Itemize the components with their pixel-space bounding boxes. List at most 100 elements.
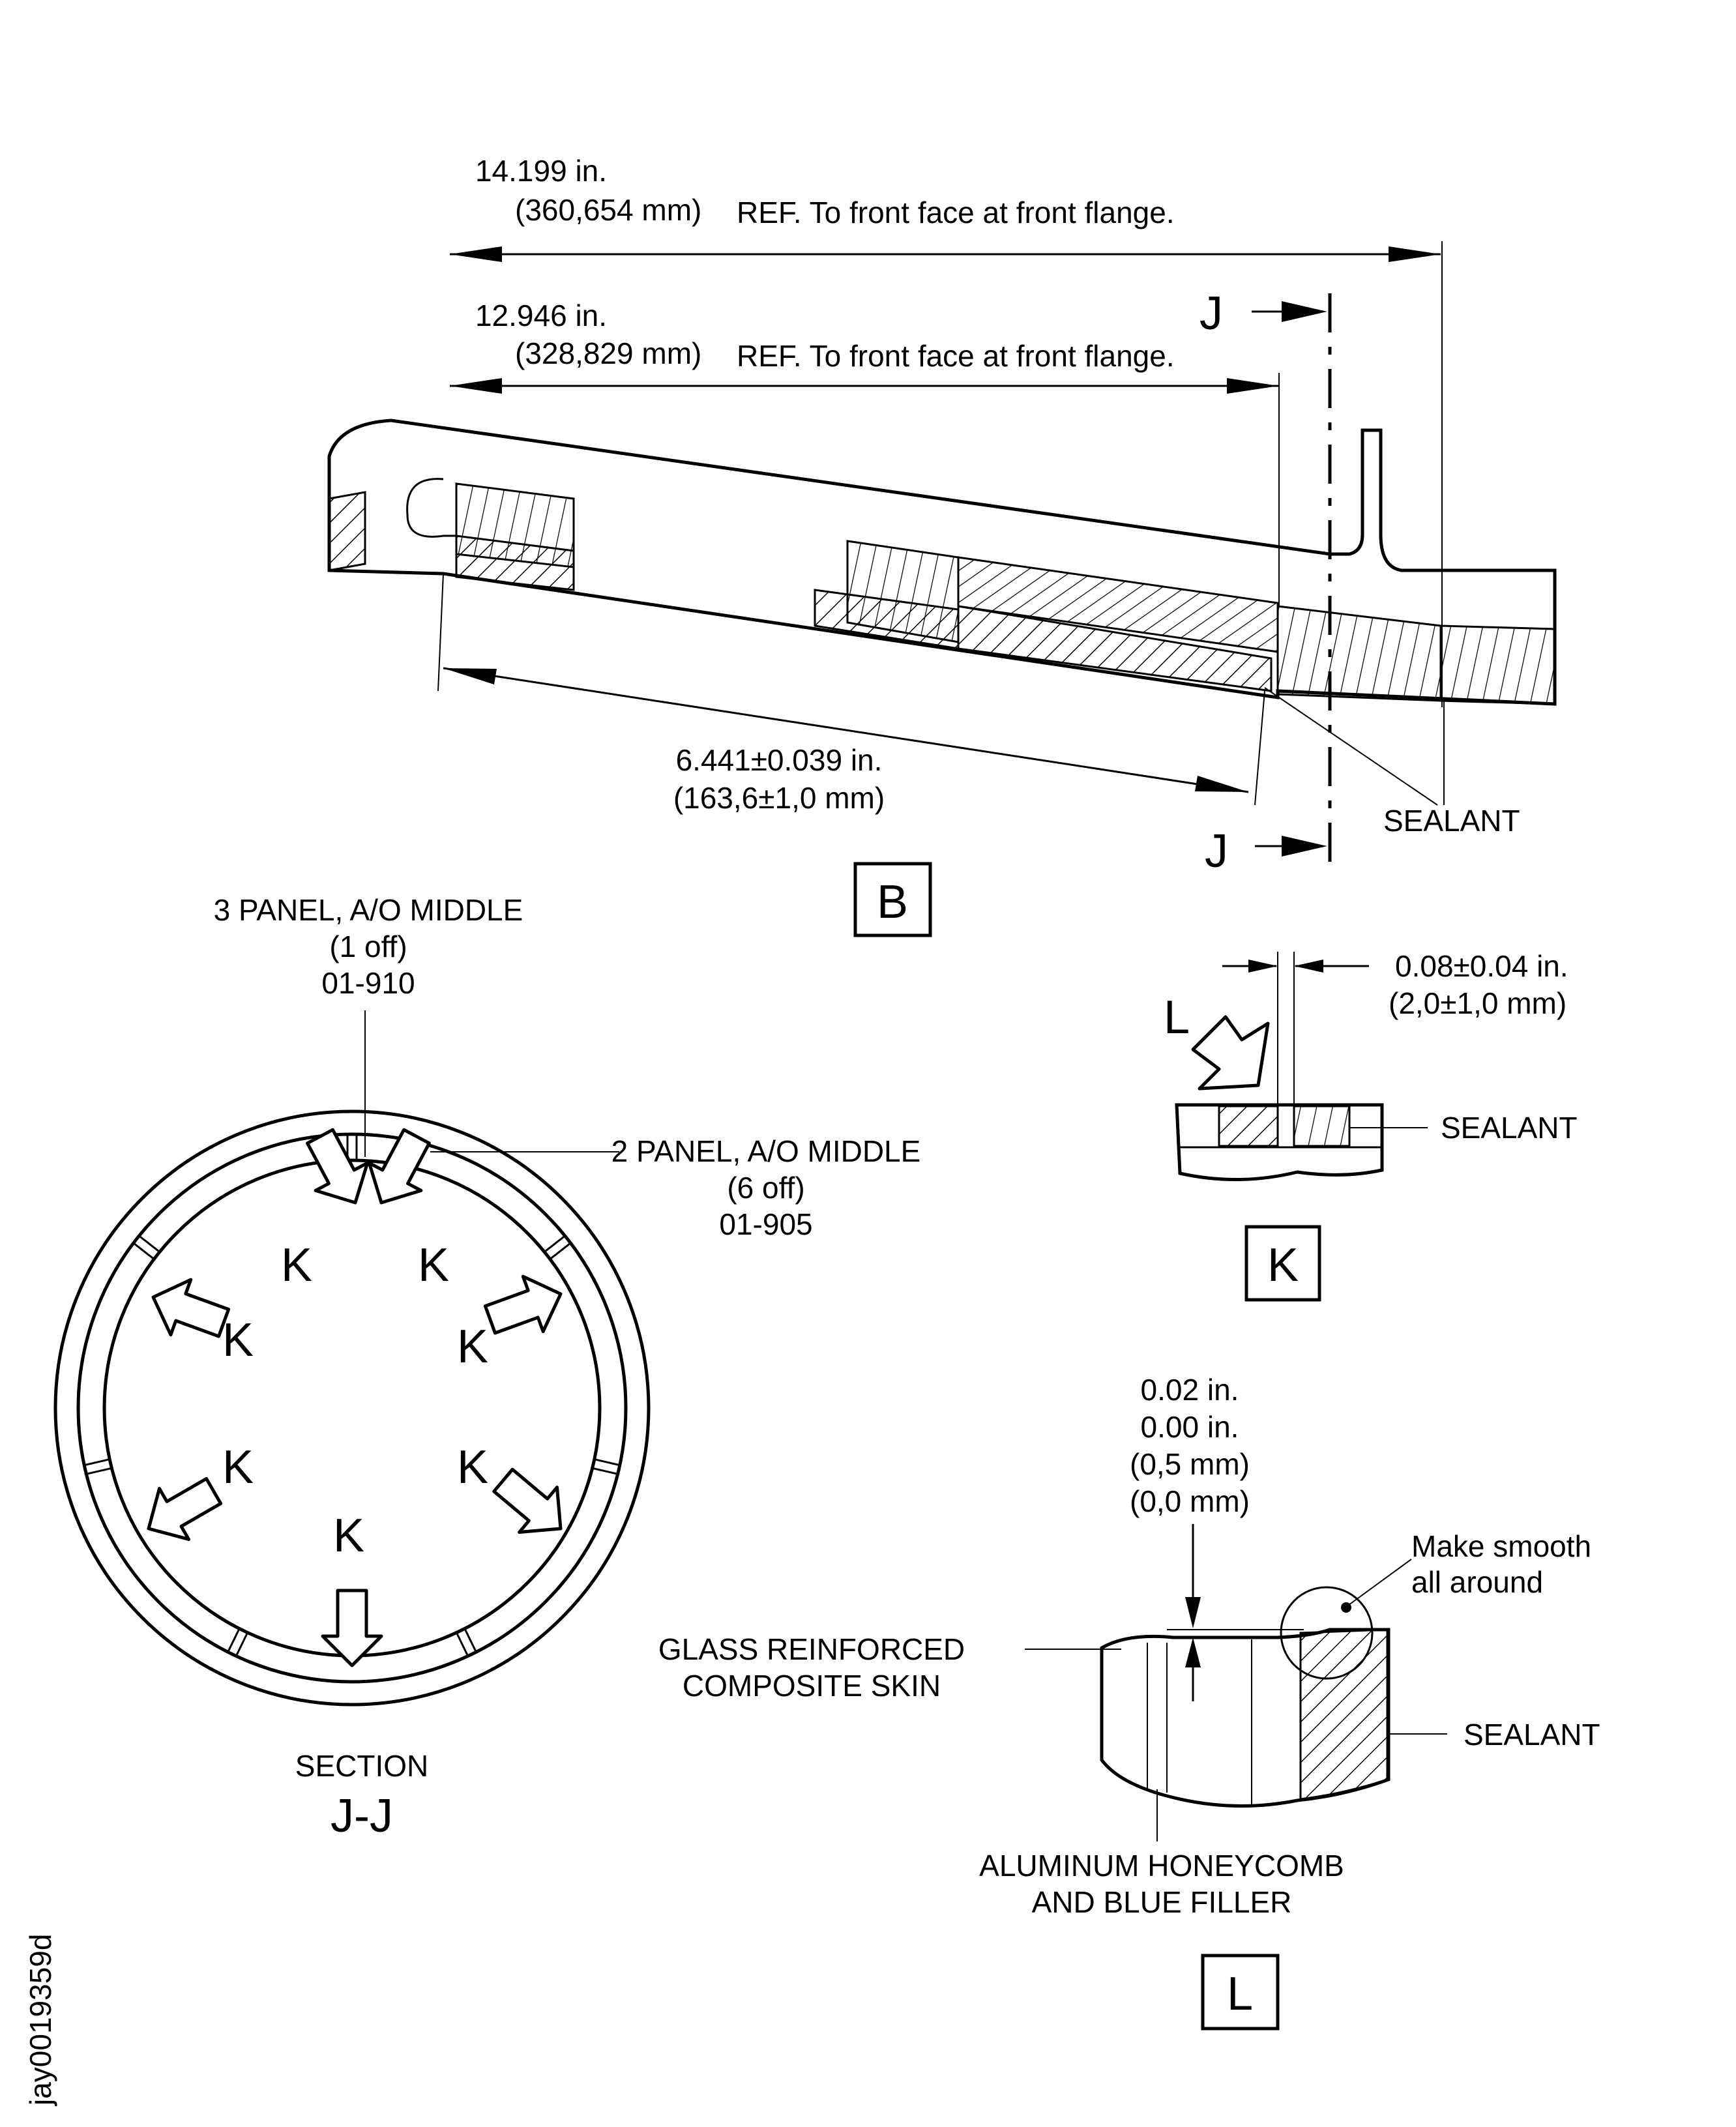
k-arrow-shape xyxy=(321,1589,383,1667)
section-jj: 3 PANEL, A/O MIDDLE (1 off) 01-910 2 PAN… xyxy=(53,893,921,1842)
inner-cavity xyxy=(406,478,456,538)
top-panel-qty: (1 off) xyxy=(329,930,407,963)
top-panel-part: 01-910 xyxy=(321,966,415,1000)
panel-joint-line xyxy=(463,1628,477,1653)
sealant-leader-1 xyxy=(1264,687,1438,806)
dim3-arrow-right xyxy=(1195,776,1248,792)
detail-b: 14.199 in. (360,654 mm) REF. To front fa… xyxy=(327,154,1557,937)
dim1-mm-label: (360,654 mm) xyxy=(515,193,701,227)
panel-joint-line xyxy=(235,1632,249,1657)
section-mark-bottom: J xyxy=(1205,825,1228,877)
detail-k-panel-left xyxy=(1218,1105,1279,1147)
dim1-inch-label: 14.199 in. xyxy=(475,154,607,188)
skin-label-line2: COMPOSITE SKIN xyxy=(683,1669,941,1703)
skin-segment-1 xyxy=(455,535,575,591)
dim1-arrow-left xyxy=(450,246,502,262)
section-arrow-bottom xyxy=(1282,836,1327,857)
k-view-arrow xyxy=(147,1476,223,1541)
ring-outer xyxy=(53,1109,651,1707)
panel-joint-line xyxy=(594,1458,621,1467)
detail-k-label: K xyxy=(1267,1239,1299,1291)
view-l-arrow xyxy=(1191,1015,1270,1091)
panel-joint-line xyxy=(455,1632,469,1657)
detail-k-label-box xyxy=(1244,1225,1321,1302)
dim2-inch-label: 12.946 in. xyxy=(475,299,607,332)
panel-joint-line xyxy=(132,1242,155,1260)
k-view-marker: K xyxy=(333,1510,364,1562)
detail-b-body-outline xyxy=(327,418,1557,706)
smooth-note-line2: all around xyxy=(1411,1565,1543,1599)
panel-joint-line xyxy=(544,1235,566,1253)
skin-label-line1: GLASS REINFORCED xyxy=(658,1632,965,1666)
k-view-marker: K xyxy=(222,1314,254,1366)
k-view-arrow xyxy=(367,1128,431,1205)
tol-inch-min: 0.00 in. xyxy=(1141,1410,1239,1444)
gap-arrow-left xyxy=(1248,960,1278,973)
k-arrow-shape xyxy=(151,1278,231,1338)
detail-b-label: B xyxy=(877,876,908,928)
k-view-arrow xyxy=(151,1278,231,1338)
detail-k-panel-right xyxy=(1293,1105,1351,1147)
ring-inner xyxy=(102,1158,602,1658)
front-flange-section xyxy=(1276,605,1442,702)
tol-arrow-down xyxy=(1185,1597,1201,1628)
k-view-marker: K xyxy=(418,1239,449,1291)
ring-inner-outer-skin xyxy=(76,1132,628,1684)
smooth-note-dot xyxy=(1341,1602,1351,1613)
panel-joint-line xyxy=(592,1467,618,1475)
detail-k-outline xyxy=(1175,1103,1384,1181)
k-view-arrow xyxy=(483,1274,563,1335)
detail-b-label-box xyxy=(853,862,932,937)
section-mark-top: J xyxy=(1199,287,1223,340)
k-arrow-shape xyxy=(367,1128,431,1205)
dim2-arrow-right xyxy=(1227,378,1279,394)
tol-arrow-up xyxy=(1185,1637,1201,1667)
detail-k-sealant-label: SEALANT xyxy=(1441,1111,1578,1145)
core-label-line1: ALUMINUM HONEYCOMB xyxy=(979,1849,1344,1883)
panel-joint-line xyxy=(549,1242,572,1260)
tol-mm-min: (0,0 mm) xyxy=(1130,1484,1250,1518)
k-arrow-shape xyxy=(492,1467,563,1534)
gap-inch-label: 0.08±0.04 in. xyxy=(1395,949,1568,983)
detail-l-sealant-label: SEALANT xyxy=(1464,1718,1600,1752)
k-arrow-shape xyxy=(483,1274,563,1335)
gap-arrow-right xyxy=(1294,960,1323,973)
dim3-extension-left xyxy=(437,573,444,692)
dim3-line xyxy=(443,667,1249,793)
smooth-note-line1: Make smooth xyxy=(1411,1529,1591,1563)
k-view-marker: K xyxy=(457,1441,488,1493)
k-arrow-shape xyxy=(306,1128,370,1205)
dim3-mm-label: (163,6±1,0 mm) xyxy=(673,781,885,815)
dim3-extension-right xyxy=(1254,690,1265,806)
tol-inch-max: 0.02 in. xyxy=(1141,1373,1239,1407)
smooth-note-leader xyxy=(1346,1559,1412,1607)
dim1-ref-note: REF. To front face at front flange. xyxy=(737,196,1175,229)
lower-skin xyxy=(957,605,1273,692)
detail-l: 0.02 in. 0.00 in. (0,5 mm) (0,0 mm) Make… xyxy=(658,1373,1600,2031)
view-l-marker: L xyxy=(1164,991,1190,1044)
side-panel-name: 2 PANEL, A/O MIDDLE xyxy=(611,1134,921,1168)
gap-mm-label: (2,0±1,0 mm) xyxy=(1389,986,1567,1020)
tol-mm-max: (0,5 mm) xyxy=(1130,1447,1250,1481)
k-view-marker: K xyxy=(457,1321,488,1373)
top-panel-name: 3 PANEL, A/O MIDDLE xyxy=(214,893,523,927)
flange-end-section xyxy=(1439,624,1556,705)
panel-joint-line xyxy=(83,1458,110,1467)
panel-joint-line xyxy=(86,1467,112,1475)
dim3-arrow-left xyxy=(443,668,497,684)
detail-b-sealant-label: SEALANT xyxy=(1383,804,1520,838)
k-view-arrow xyxy=(492,1467,563,1534)
k-view-marker: K xyxy=(222,1441,254,1493)
detail-l-sealant-section xyxy=(1299,1628,1389,1800)
k-view-arrow xyxy=(321,1589,383,1667)
figure-id: jay0019359d xyxy=(23,1934,57,2107)
side-panel-qty: (6 off) xyxy=(727,1171,804,1205)
detail-l-label: L xyxy=(1227,1968,1253,2020)
dim3-inch-label: 6.441±0.039 in. xyxy=(676,743,883,777)
k-view-arrow xyxy=(306,1128,370,1205)
side-panel-part: 01-905 xyxy=(719,1207,812,1241)
panel-joints xyxy=(83,1134,621,1657)
detail-k: 0.08±0.04 in. (2,0±1,0 mm) L SEALANT K xyxy=(1164,949,1578,1302)
